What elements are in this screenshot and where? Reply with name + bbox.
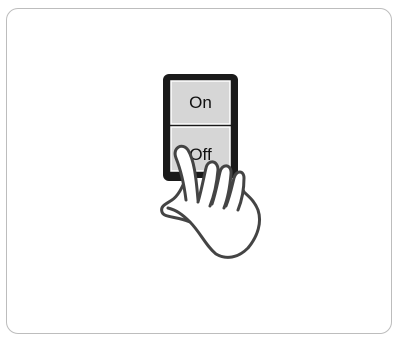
on-button[interactable]: On [171, 81, 230, 124]
on-label: On [189, 93, 212, 112]
hand-pointer-icon [162, 146, 260, 257]
